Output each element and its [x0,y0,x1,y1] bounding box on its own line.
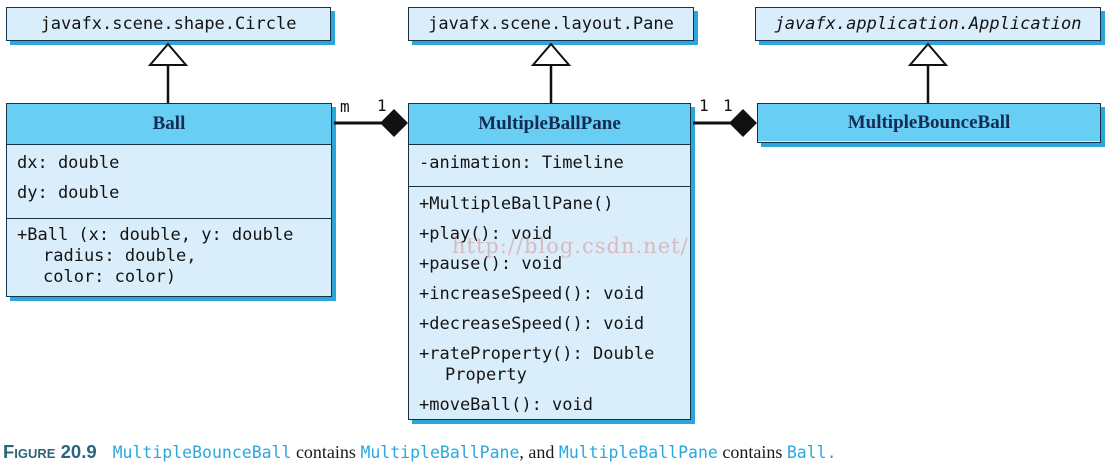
class-box-multiplebounceball: MultipleBounceBall [757,103,1101,143]
inheritance-arrow-mbp-pane [530,42,572,103]
method-line: +increaseSpeed(): void [419,284,645,304]
class-title-multiplebounceball: MultipleBounceBall [758,104,1100,141]
caption-code: MultipleBallPane [360,443,520,462]
multipleballpane-attributes: -animation: Timeline [409,144,690,186]
multiplicity-label-1: 1 [699,96,709,115]
method-line: radius: double, [43,246,197,266]
class-box-multipleballpane: MultipleBallPane -animation: Timeline +M… [408,103,691,420]
class-title-ball: Ball [7,104,331,144]
parent-class-pane: javafx.scene.layout.Pane [408,7,694,41]
attribute-line: dy: double [17,183,120,203]
method-line: +Ball (x: double, y: double [17,225,294,245]
attribute-line: dx: double [17,153,120,173]
class-box-ball: Ball dx: double dy: double +Ball (x: dou… [6,103,332,297]
class-title-multipleballpane: MultipleBallPane [409,104,690,144]
method-line: +MultipleBallPane() [419,194,614,214]
figure-number-label: Figure 20.9 [3,441,97,462]
inheritance-arrow-mbb-application [907,42,949,103]
ball-attributes: dx: double dy: double [7,144,331,218]
method-line: +moveBall(): void [419,395,593,415]
caption-text: contains [291,442,361,462]
method-line: +decreaseSpeed(): void [419,314,645,334]
caption-code: MultipleBallPane [558,443,718,462]
caption-code: Ball. [786,443,837,462]
method-line: color: color) [43,267,177,287]
multiplicity-label-m: m [340,97,350,116]
attribute-line: -animation: Timeline [419,153,624,173]
multipleballpane-methods: +MultipleBallPane() +play(): void +pause… [409,186,690,419]
parent-class-application: javafx.application.Application [755,7,1101,41]
watermark-text: http://blog.csdn.net/ [452,234,689,258]
method-line: +play(): void [419,224,553,244]
caption-text: contains [717,442,787,462]
caption-text: , and [519,442,559,462]
parent-class-circle: javafx.scene.shape.Circle [6,7,331,41]
inheritance-arrow-ball-circle [147,42,189,103]
multiplicity-label-1: 1 [723,96,733,115]
composition-diamond-icon [729,109,757,137]
method-line: +rateProperty(): Double [419,344,655,364]
figure-caption: Figure 20.9 MultipleBounceBall contains M… [3,441,837,463]
method-line: Property [445,365,527,385]
caption-code: MultipleBounceBall [112,443,292,462]
method-line: +pause(): void [419,254,563,274]
multiplicity-label-1: 1 [377,96,387,115]
ball-methods: +Ball (x: double, y: double radius: doub… [7,218,331,296]
